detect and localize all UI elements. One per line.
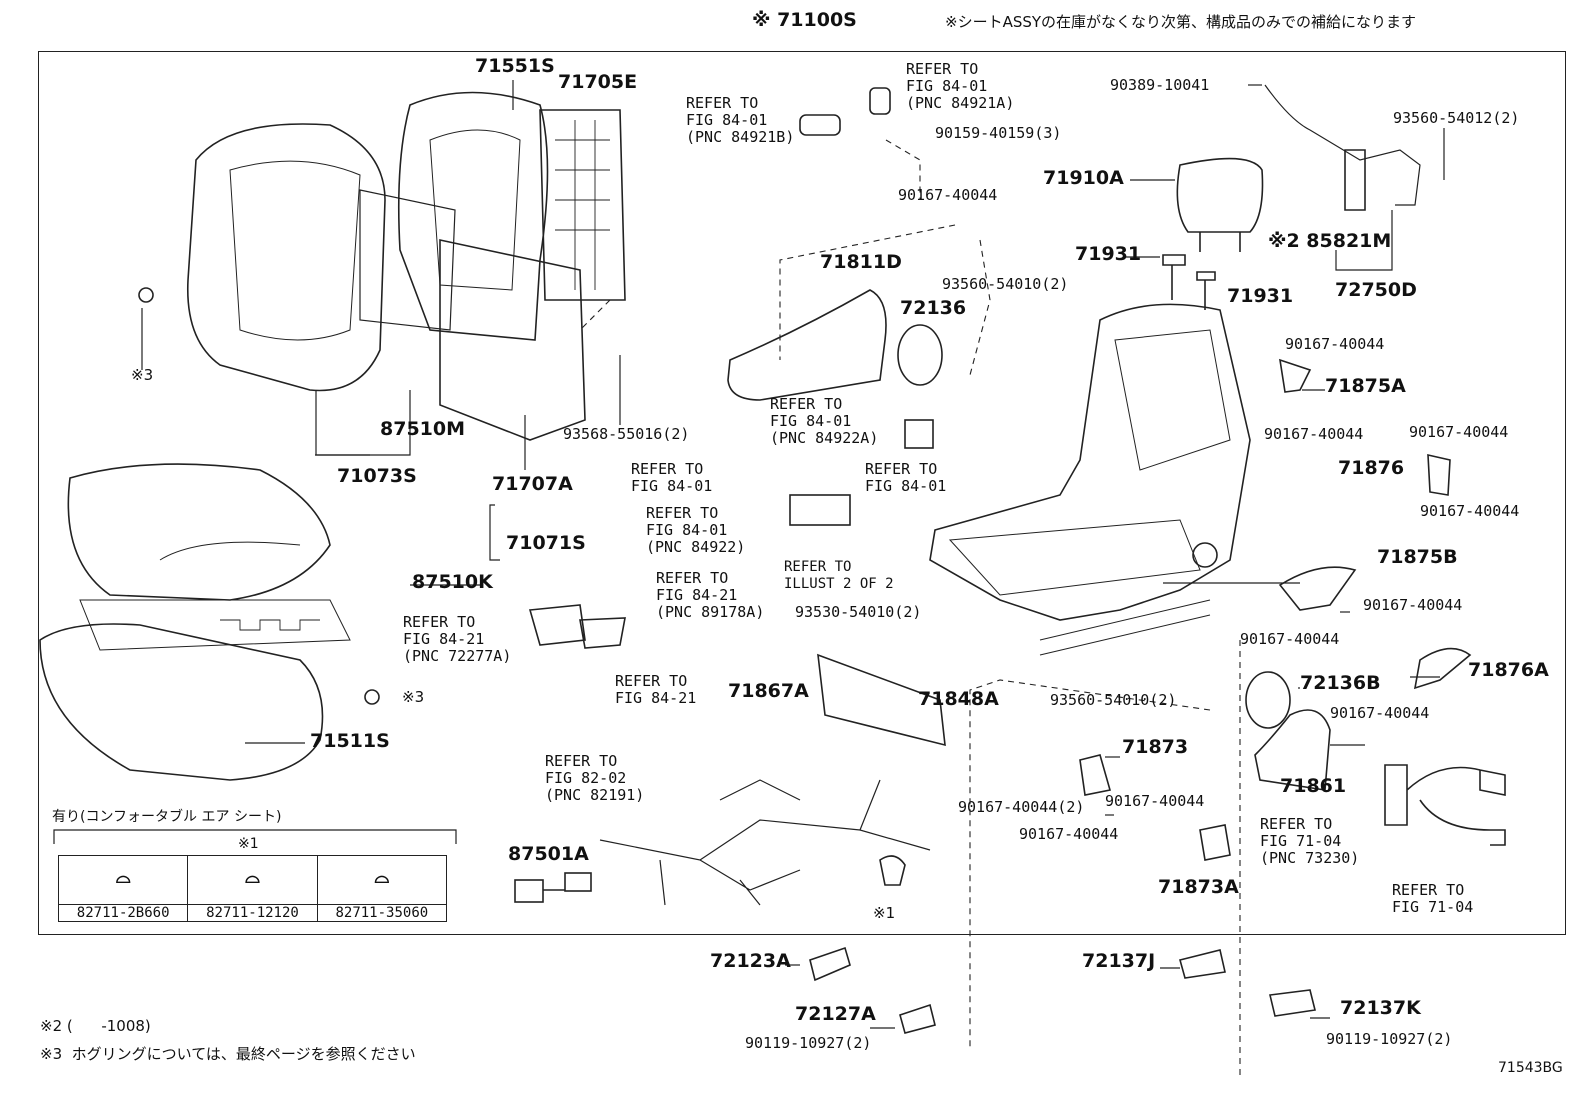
part-71511S: 71511S — [310, 730, 390, 752]
backpad-shape — [397, 91, 549, 341]
part-93560-54010-b: 93560-54010(2) — [1050, 691, 1177, 709]
part-93560-54012: 93560-54012(2) — [1393, 109, 1520, 127]
part-90119-10927-b: 90119-10927(2) — [1326, 1030, 1453, 1048]
ref-fig-71-04: REFER TO FIG 71-04 — [1392, 881, 1474, 916]
option-table-group-mark: ※1 — [238, 836, 259, 852]
part-71876A: 71876A — [1468, 659, 1549, 681]
part-71071S: 71071S — [506, 532, 586, 554]
ref-fig-84-01-84921A: REFER TO FIG 84-01 (PNC 84921A) — [906, 60, 1015, 112]
clip-icon-1: ⌓ — [57, 855, 189, 905]
option-mark: ※1 — [873, 904, 896, 922]
part-90167-40044-g: 90167-40044 — [1240, 630, 1340, 648]
ref-fig-71-04-73230: REFER TO FIG 71-04 (PNC 73230) — [1260, 815, 1360, 867]
part-93530-54010: 93530-54010(2) — [795, 603, 922, 621]
ref-fig-84-01-a: REFER TO FIG 84-01 — [631, 460, 713, 495]
part-72750D: 72750D — [1335, 279, 1417, 301]
part-87510K: 87510K — [412, 571, 493, 593]
part-71910A: 71910A — [1043, 167, 1124, 189]
ref-fig-82-02-82191: REFER TO FIG 82-02 (PNC 82191) — [545, 752, 645, 804]
part-72136B: 72136B — [1300, 672, 1381, 694]
option-table-title: 有り(コンフォータブル エア シート) — [52, 809, 282, 825]
part-90167-40044-e: 90167-40044 — [1420, 502, 1520, 520]
option-table-bracket — [53, 829, 457, 844]
part-71875A: 71875A — [1325, 375, 1406, 397]
part-71551S: 71551S — [475, 55, 555, 77]
part-90167-40044-c: 90167-40044 — [1264, 425, 1364, 443]
part-71848A: 71848A — [918, 688, 999, 710]
cushion-pad-shape — [39, 623, 324, 781]
figure-code: 71543BG — [1498, 1060, 1563, 1076]
part-90167-40044-j: 90167-40044 — [1105, 792, 1205, 810]
part-90167-40044-f: 90167-40044 — [1363, 596, 1463, 614]
part-71875B: 71875B — [1377, 546, 1458, 568]
supply-notice: ※シートASSYの在庫がなくなり次第、構成品のみでの補給になります — [945, 13, 1417, 31]
seatback-cover-shape — [186, 123, 386, 392]
footnote-3: ※3 ホグリングについては、最終ページを参照ください — [40, 1045, 416, 1063]
wire-harness-shape — [599, 779, 931, 906]
option-parts-table: ⌓ ⌓ ⌓ 82711-2B660 82711-12120 82711-3506… — [57, 855, 448, 922]
ref-fig-84-01-84922: REFER TO FIG 84-01 (PNC 84922) — [646, 504, 746, 556]
part-71073S: 71073S — [337, 465, 417, 487]
part-93568-55016: 93568-55016(2) — [563, 425, 690, 443]
part-71705E: 71705E — [558, 71, 638, 93]
ref-illust-2-of-2: REFER TO ILLUST 2 OF 2 — [784, 559, 894, 592]
part-93560-54010-a: 93560-54010(2) — [942, 275, 1069, 293]
part-71873: 71873 — [1122, 736, 1189, 758]
part-90159-40159: 90159-40159(3) — [935, 124, 1062, 142]
hog-ring-mark-a: ※3 — [131, 366, 154, 384]
part-72136: 72136 — [900, 297, 967, 319]
footnote-2: ※2 ( -1008) — [40, 1017, 151, 1035]
part-90167-40044-a: 90167-40044 — [898, 186, 998, 204]
back-board-shape — [439, 239, 586, 441]
clip-icon-2: ⌓ — [187, 855, 318, 905]
part-72127A: 72127A — [795, 1003, 876, 1025]
headrest-shape — [1176, 157, 1264, 233]
part-71861: 71861 — [1280, 775, 1347, 797]
part-72137J: 72137J — [1082, 950, 1156, 972]
part-90167-40044-b: 90167-40044 — [1285, 335, 1385, 353]
part-71707A: 71707A — [492, 473, 573, 495]
part-72137K: 72137K — [1340, 997, 1421, 1019]
ref-fig-84-21-89178A: REFER TO FIG 84-21 (PNC 89178A) — [656, 569, 765, 621]
ref-fig-84-01-84922A: REFER TO FIG 84-01 (PNC 84922A) — [770, 395, 879, 447]
ref-fig-84-01-b: REFER TO FIG 84-01 — [865, 460, 947, 495]
seat-frame-shape — [929, 303, 1251, 621]
part-90167-40044-i: 90167-40044(2) — [958, 798, 1085, 816]
part-71931-a: 71931 — [1075, 243, 1142, 265]
front-panel-shape — [817, 653, 946, 747]
part-72123A: 72123A — [710, 950, 791, 972]
part-85821M: ※2 85821M — [1268, 230, 1392, 252]
option-part-2: 82711-12120 — [187, 904, 318, 922]
part-87501A: 87501A — [508, 843, 589, 865]
part-71811D: 71811D — [820, 251, 902, 273]
part-90167-40044-k: 90167-40044 — [1019, 825, 1119, 843]
option-part-1: 82711-2B660 — [57, 904, 189, 922]
part-90167-40044-d: 90167-40044 — [1409, 423, 1509, 441]
part-90167-40044-h: 90167-40044 — [1330, 704, 1430, 722]
clip-icon-3: ⌓ — [316, 855, 448, 905]
option-part-3: 82711-35060 — [316, 904, 448, 922]
diagram-frame — [38, 51, 1566, 935]
part-90389-10041: 90389-10041 — [1110, 76, 1210, 94]
ref-fig-84-21-72277A: REFER TO FIG 84-21 (PNC 72277A) — [403, 613, 512, 665]
part-71873A: 71873A — [1158, 876, 1239, 898]
heater-mat-shape — [539, 109, 626, 301]
part-90119-10927-a: 90119-10927(2) — [745, 1034, 872, 1052]
part-71867A: 71867A — [728, 680, 809, 702]
cushion-cover-shape — [67, 463, 331, 601]
ref-fig-84-21: REFER TO FIG 84-21 — [615, 672, 697, 707]
assembly-code: ※ 71100S — [752, 9, 857, 31]
part-71876: 71876 — [1338, 457, 1405, 479]
ref-fig-84-01-84921B: REFER TO FIG 84-01 (PNC 84921B) — [686, 94, 795, 146]
hog-ring-mark-b: ※3 — [402, 688, 425, 706]
side-shield-shape — [727, 289, 887, 401]
part-87510M: 87510M — [380, 418, 466, 440]
part-71931-b: 71931 — [1227, 285, 1294, 307]
